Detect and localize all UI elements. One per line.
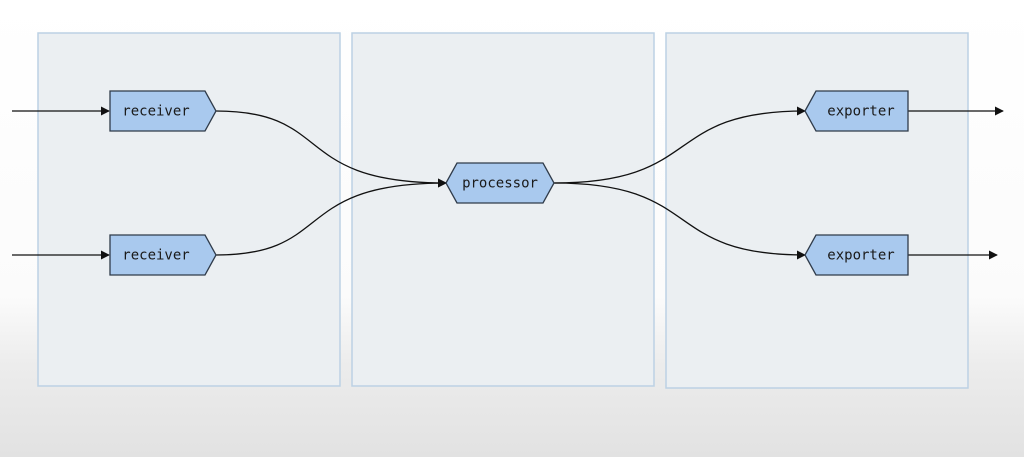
receiver-node-bottom: receiver (109, 234, 217, 276)
edge-receiver-bottom-to-processor (215, 178, 447, 256)
receiver-label-bottom: receiver (122, 248, 189, 264)
receiver-label-top: receiver (122, 104, 189, 120)
exporters-panel (665, 32, 969, 389)
edge-receiver-top-to-processor (215, 110, 447, 188)
receiver-node-top: receiver (109, 90, 217, 132)
exporter-node-top: exporter (804, 90, 909, 132)
exporter-node-bottom: exporter (804, 234, 909, 276)
edge-processor-to-exporter-top (553, 106, 806, 184)
receivers-panel (37, 32, 341, 387)
exporter-label-top: exporter (827, 104, 894, 120)
processor-label: processor (462, 176, 538, 192)
processors-panel (351, 32, 655, 387)
edge-processor-to-exporter-bottom (553, 182, 806, 260)
exporter-label-bottom: exporter (827, 248, 894, 264)
processor-node: processor (445, 162, 555, 204)
